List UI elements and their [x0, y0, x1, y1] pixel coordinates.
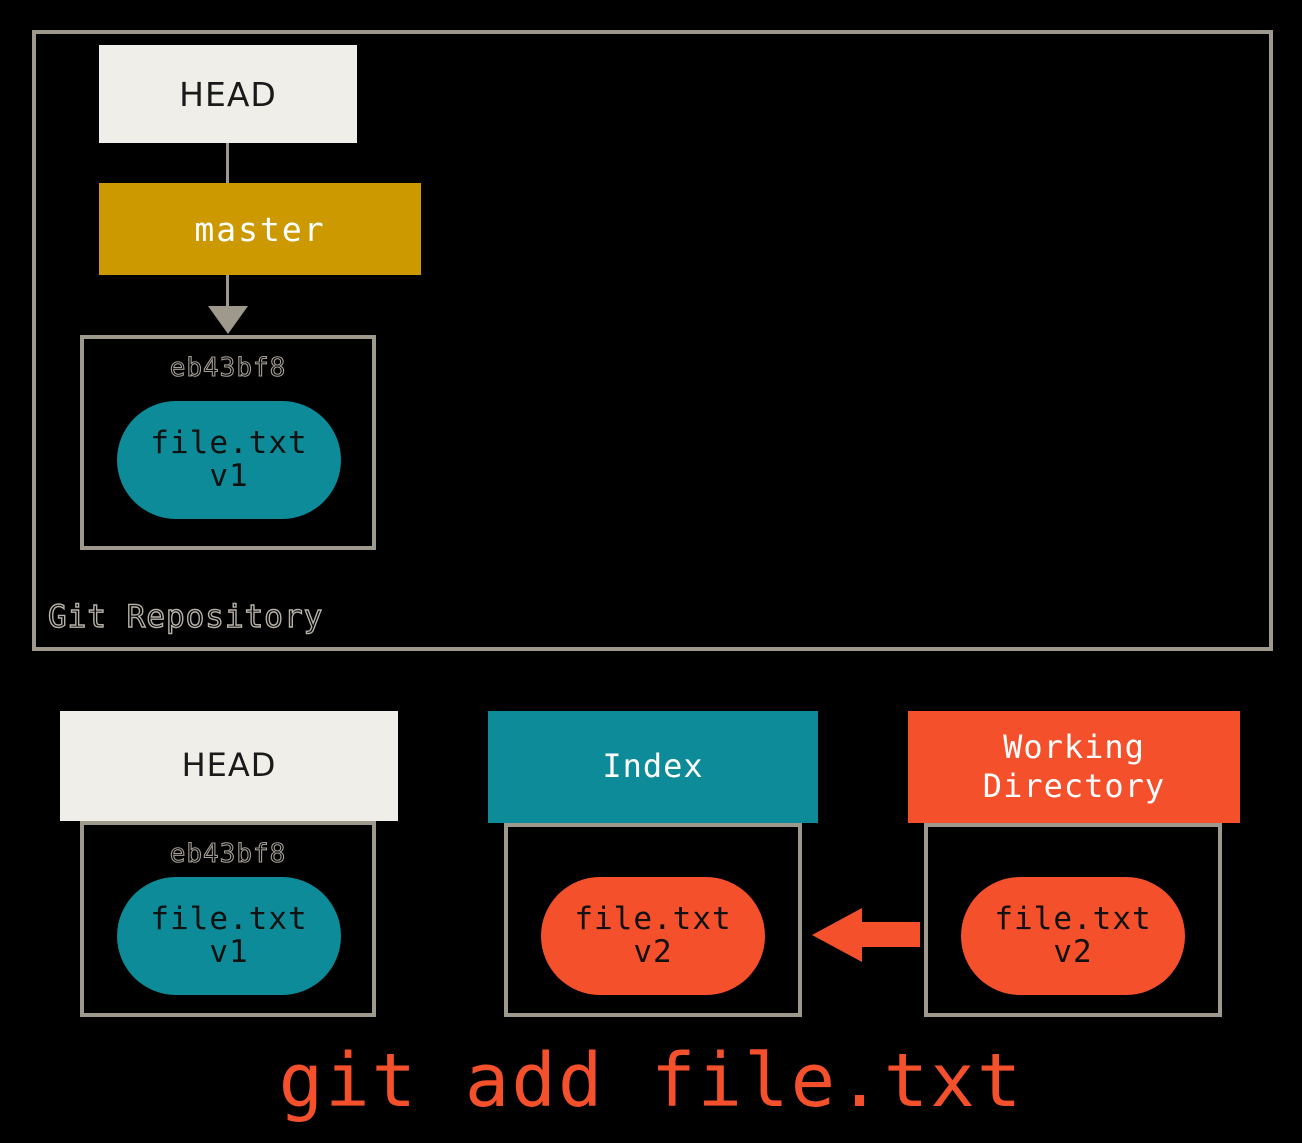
index-area-header-label: Index — [602, 747, 704, 786]
working-directory-header-line1: Working — [1003, 727, 1145, 766]
index-area-header[interactable]: Index — [488, 711, 818, 823]
blob-version: v1 — [209, 934, 249, 970]
blob-filename: file.txt — [150, 900, 308, 937]
blob-filename: file.txt — [150, 424, 308, 461]
repo-commit-blob[interactable]: file.txt v1 — [117, 401, 341, 519]
index-area-blob[interactable]: file.txt v2 — [541, 877, 765, 995]
stage-arrow-shaft — [860, 922, 920, 947]
blob-version: v2 — [1053, 934, 1093, 970]
connector-head-to-master — [226, 143, 229, 184]
repo-head-ref-box[interactable]: HEAD — [99, 45, 357, 143]
git-repository-label: Git Repository — [47, 599, 324, 635]
head-area-header-label: HEAD — [181, 746, 277, 785]
command-caption: git add file.txt — [278, 1038, 1024, 1124]
repo-head-ref-label: HEAD — [179, 74, 277, 114]
head-area-header[interactable]: HEAD — [60, 711, 398, 821]
blob-version: v2 — [633, 934, 673, 970]
arrow-left-icon — [812, 908, 862, 962]
repo-master-branch-box[interactable]: master — [99, 183, 421, 275]
working-directory-area-blob[interactable]: file.txt v2 — [961, 877, 1185, 995]
working-directory-header-line2: Directory — [982, 767, 1166, 805]
blob-filename: file.txt — [574, 900, 732, 937]
blob-version: v1 — [209, 458, 249, 494]
head-area-blob[interactable]: file.txt v1 — [117, 877, 341, 995]
blob-filename: file.txt — [994, 900, 1152, 937]
arrowhead-down-icon — [208, 306, 248, 334]
connector-master-to-commit-line — [226, 275, 229, 311]
repo-master-branch-label: master — [194, 209, 326, 249]
repo-commit-hash: eb43bf8 — [169, 352, 287, 383]
head-area-hash: eb43bf8 — [169, 838, 287, 869]
